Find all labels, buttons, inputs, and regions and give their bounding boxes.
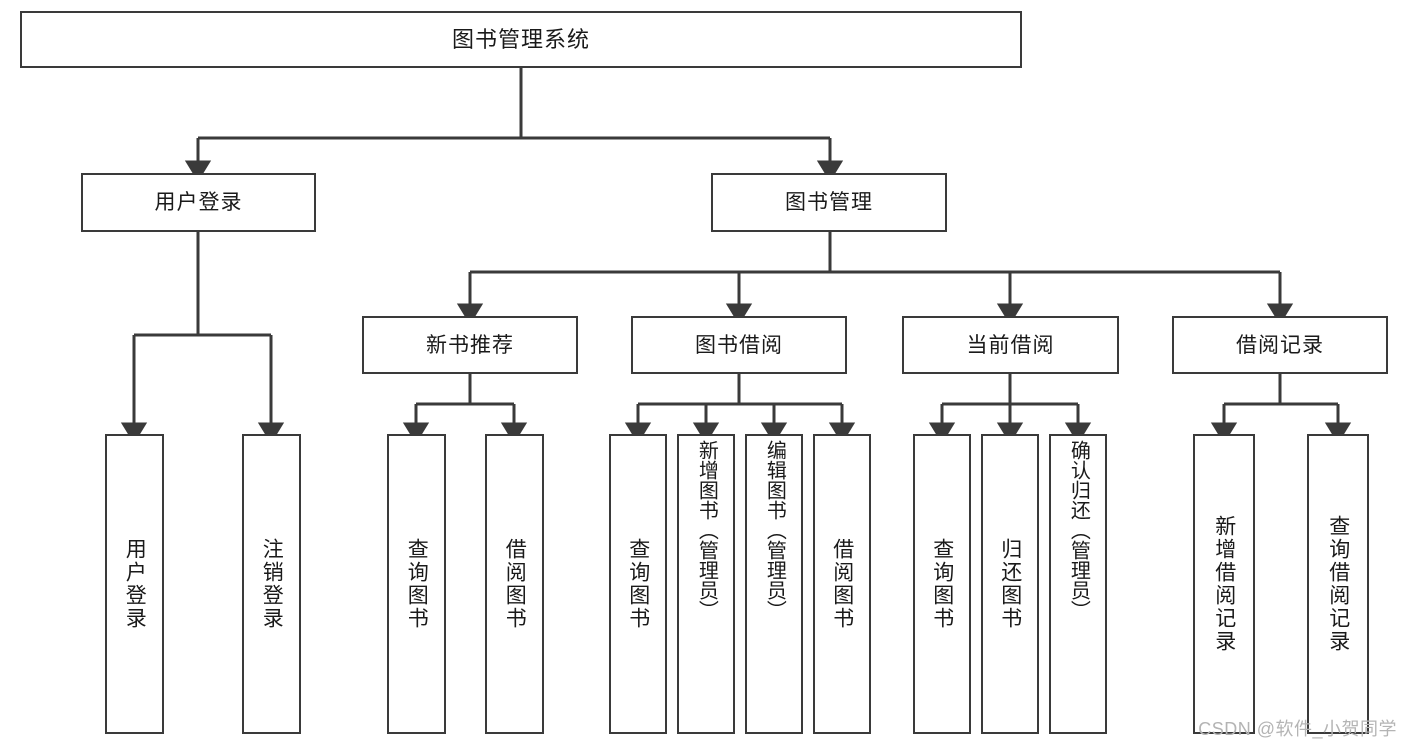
watermark: CSDN @软件_小贺同学: [1198, 719, 1397, 739]
leaf-user-login-login[interactable]: 用户登录: [105, 434, 164, 734]
leaf-book-borrow-add[interactable]: 新增图书（管理员）: [677, 434, 735, 734]
leaf-new-book-query[interactable]: 查询图书: [387, 434, 446, 734]
leaf-borrow-record-query[interactable]: 查询借阅记录: [1307, 434, 1369, 734]
node-borrow-record[interactable]: 借阅记录: [1172, 316, 1388, 374]
leaf-book-borrow-borrow[interactable]: 借阅图书: [813, 434, 871, 734]
leaf-borrow-record-query-label: 查询借阅记录: [1326, 515, 1350, 653]
leaf-book-borrow-borrow-label: 借阅图书: [830, 538, 854, 630]
leaf-user-login-login-label: 用户登录: [123, 538, 147, 630]
node-book-borrow-label: 图书借阅: [695, 333, 783, 357]
leaf-current-borrow-confirm-return-label: 确认归还（管理员）: [1067, 440, 1090, 620]
node-borrow-record-label: 借阅记录: [1236, 333, 1324, 357]
leaf-book-borrow-edit[interactable]: 编辑图书（管理员）: [745, 434, 803, 734]
leaf-book-borrow-edit-label: 编辑图书（管理员）: [763, 440, 786, 620]
leaf-book-borrow-add-label: 新增图书（管理员）: [695, 440, 718, 620]
node-user-login[interactable]: 用户登录: [81, 173, 316, 232]
node-root[interactable]: 图书管理系统: [20, 11, 1022, 68]
leaf-user-login-logout-label: 注销登录: [260, 538, 284, 630]
node-current-borrow-label: 当前借阅: [966, 333, 1055, 357]
node-new-book-recommend[interactable]: 新书推荐: [362, 316, 578, 374]
leaf-borrow-record-add-label: 新增借阅记录: [1212, 515, 1236, 653]
leaf-new-book-borrow[interactable]: 借阅图书: [485, 434, 544, 734]
leaf-current-borrow-confirm-return[interactable]: 确认归还（管理员）: [1049, 434, 1107, 734]
leaf-book-borrow-query[interactable]: 查询图书: [609, 434, 667, 734]
leaf-borrow-record-add[interactable]: 新增借阅记录: [1193, 434, 1255, 734]
node-current-borrow[interactable]: 当前借阅: [902, 316, 1119, 374]
node-book-management[interactable]: 图书管理: [711, 173, 947, 232]
leaf-user-login-logout[interactable]: 注销登录: [242, 434, 301, 734]
node-new-book-recommend-label: 新书推荐: [426, 333, 514, 357]
leaf-current-borrow-return-label: 归还图书: [998, 538, 1022, 630]
node-book-borrow[interactable]: 图书借阅: [631, 316, 847, 374]
node-book-management-label: 图书管理: [785, 191, 873, 214]
leaf-new-book-query-label: 查询图书: [405, 538, 429, 630]
node-user-login-label: 用户登录: [154, 191, 243, 214]
leaf-new-book-borrow-label: 借阅图书: [503, 538, 527, 630]
leaf-current-borrow-query[interactable]: 查询图书: [913, 434, 971, 734]
leaf-current-borrow-query-label: 查询图书: [930, 538, 954, 630]
node-root-label: 图书管理系统: [451, 26, 590, 52]
leaf-current-borrow-return[interactable]: 归还图书: [981, 434, 1039, 734]
leaf-book-borrow-query-label: 查询图书: [626, 538, 650, 630]
